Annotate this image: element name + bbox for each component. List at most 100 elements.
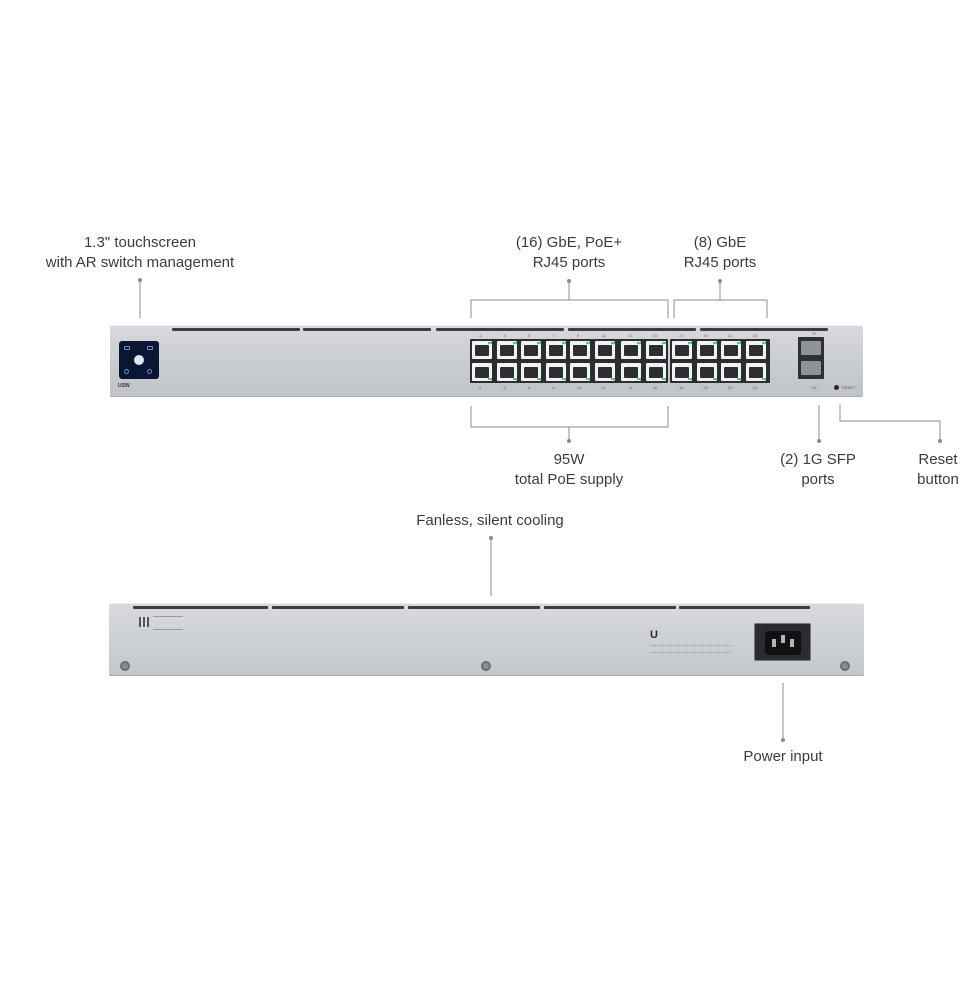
screen-settings-icon <box>147 369 152 374</box>
port-number-label: 7 <box>552 333 555 338</box>
port-number-label: 17 <box>679 333 684 338</box>
rj45-port-7[interactable] <box>545 341 566 359</box>
switch-back-panel: U <box>109 603 864 676</box>
port-led <box>512 378 517 380</box>
qr-code <box>139 617 149 627</box>
screen-chart-icon <box>147 346 153 350</box>
reset-button[interactable] <box>834 385 839 390</box>
sfp-label-25: 25 <box>812 331 817 336</box>
port-led <box>610 342 615 344</box>
reset-label: RESET <box>842 385 856 390</box>
rj45-port-11[interactable] <box>594 341 615 359</box>
rj45-port-20[interactable] <box>696 363 717 381</box>
sfp-leader-dot <box>817 439 821 443</box>
front-vent <box>303 328 431 331</box>
poe-ports-callout: (16) GbE, PoE+ RJ45 ports <box>489 233 649 273</box>
rj45-port-12[interactable] <box>594 363 615 381</box>
screen-center-button <box>134 355 144 365</box>
regulatory-marks <box>652 645 732 653</box>
rj45-port-21[interactable] <box>721 341 741 359</box>
port-number-label: 12 <box>601 385 606 390</box>
power-input-socket[interactable] <box>754 623 811 661</box>
port-led <box>688 342 692 344</box>
gbe-ports-leader-dot <box>718 279 722 283</box>
port-number-label: 6 <box>528 385 531 390</box>
rj45-port-14[interactable] <box>621 363 641 381</box>
reset-leader-dot <box>938 439 942 443</box>
gbe-ports-callout-line1: (8) GbE <box>693 234 747 251</box>
port-number-label: 9 <box>577 333 580 338</box>
port-led <box>712 342 717 344</box>
rj45-port-6[interactable] <box>521 363 541 381</box>
screw <box>120 661 130 671</box>
port-led <box>586 378 590 380</box>
power-callout: Power input <box>743 748 823 765</box>
poe-supply-callout-line2: total PoE supply <box>514 471 624 488</box>
port-number-label: 4 <box>503 385 506 390</box>
reset-leader <box>839 404 941 440</box>
back-brand-logo: U <box>650 629 658 641</box>
screen-window-icon <box>124 346 130 350</box>
back-vent <box>133 606 268 609</box>
rj45-port-24[interactable] <box>745 363 766 381</box>
touchscreen-display[interactable] <box>119 341 159 379</box>
port-led <box>488 342 492 344</box>
rj45-port-4[interactable] <box>496 363 517 381</box>
rj45-port-16[interactable] <box>645 363 666 381</box>
rj45-port-9[interactable] <box>570 341 590 359</box>
port-number-label: 18 <box>679 385 684 390</box>
front-vent <box>436 328 564 331</box>
port-number-label: 14 <box>628 385 633 390</box>
port-number-label: 21 <box>728 333 733 338</box>
power-socket-receptacle <box>765 631 801 655</box>
port-led <box>737 378 741 380</box>
front-vent <box>568 328 696 331</box>
rj45-port-2[interactable] <box>472 363 492 381</box>
port-led <box>537 342 541 344</box>
port-led <box>488 378 492 380</box>
port-number-label: 10 <box>577 385 582 390</box>
poe-ports-bracket <box>470 299 669 318</box>
power-pin <box>781 635 785 643</box>
port-number-label: 23 <box>752 333 757 338</box>
touchscreen-callout-line2: with AR switch management <box>45 254 235 271</box>
port-led <box>661 342 666 344</box>
back-vent <box>679 606 810 609</box>
port-led <box>761 342 766 344</box>
port-led <box>688 378 692 380</box>
rj45-port-5[interactable] <box>521 341 541 359</box>
port-number-label: 19 <box>703 333 708 338</box>
rj45-port-18[interactable] <box>672 363 692 381</box>
sfp-port-25[interactable] <box>801 341 821 355</box>
gbe-ports-callout: (8) GbE RJ45 ports <box>660 233 780 273</box>
port-number-label: 3 <box>503 333 506 338</box>
poe-ports-callout-line1: (16) GbE, PoE+ <box>515 234 623 251</box>
power-leader-dot <box>781 738 785 742</box>
port-led <box>637 378 641 380</box>
poe-supply-leader-dot <box>567 439 571 443</box>
rj45-port-15[interactable] <box>645 341 666 359</box>
port-number-label: 20 <box>703 385 708 390</box>
port-led <box>637 342 641 344</box>
rj45-port-19[interactable] <box>696 341 717 359</box>
rj45-port-1[interactable] <box>472 341 492 359</box>
sfp-ports-callout-line1: (2) 1G SFP <box>780 451 856 468</box>
port-number-label: 16 <box>652 385 657 390</box>
rj45-port-23[interactable] <box>745 341 766 359</box>
rj45-port-17[interactable] <box>672 341 692 359</box>
rj45-port-3[interactable] <box>496 341 517 359</box>
rj45-port-10[interactable] <box>570 363 590 381</box>
reset-callout-line2: button <box>917 471 959 488</box>
rj45-port-22[interactable] <box>721 363 741 381</box>
poe-supply-callout: 95W total PoE supply <box>489 450 649 490</box>
serial-label-text <box>153 616 183 630</box>
port-led <box>561 378 566 380</box>
port-number-label: 5 <box>528 333 531 338</box>
back-vent <box>272 606 404 609</box>
rj45-port-8[interactable] <box>545 363 566 381</box>
sfp-port-26[interactable] <box>801 361 821 375</box>
rj45-port-13[interactable] <box>621 341 641 359</box>
port-number-label: 15 <box>652 333 657 338</box>
